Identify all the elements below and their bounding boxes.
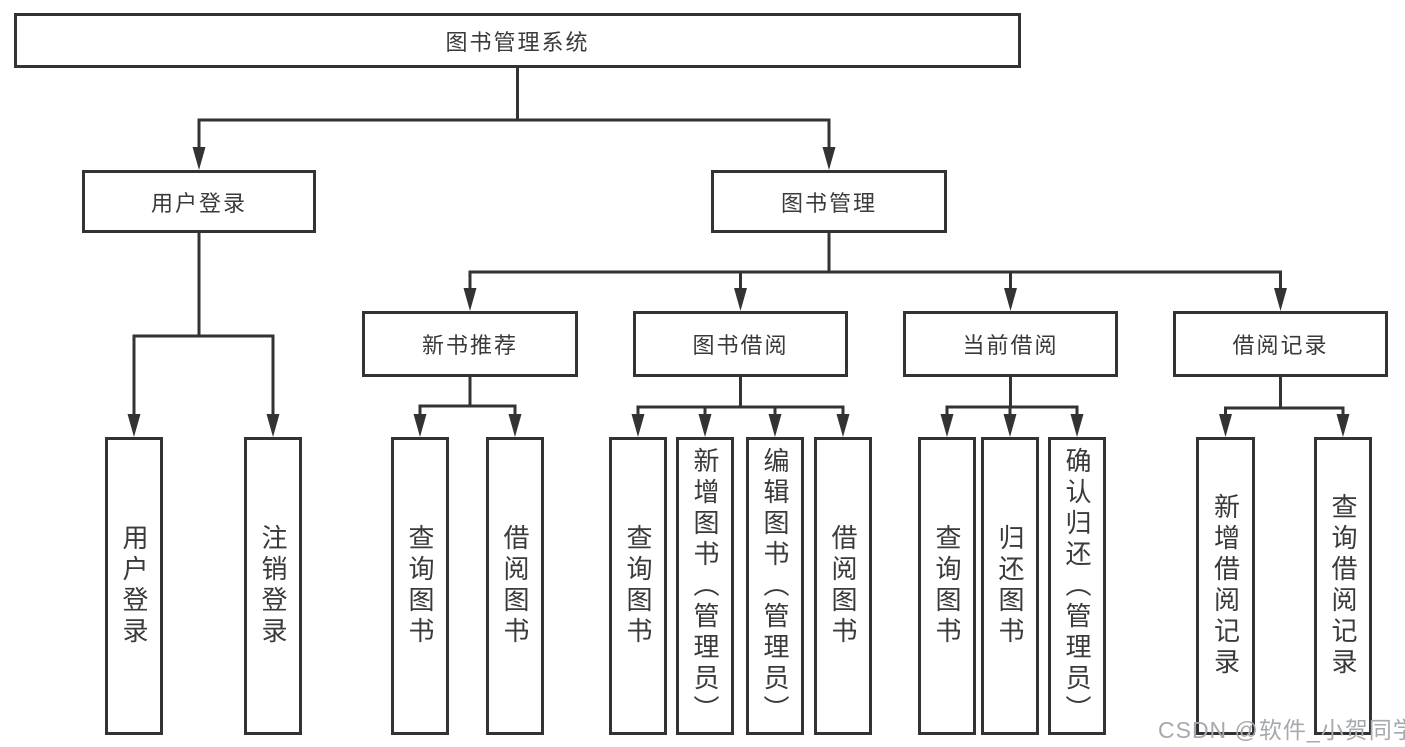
connector-new-book-branch (418, 377, 517, 417)
node-current-borrow: 当前借阅 (903, 311, 1118, 377)
node-borrow-records: 借阅记录 (1173, 311, 1388, 377)
leaf-return-books: 归还图书 (981, 437, 1039, 735)
leaf-query-books-borrow-label: 查询图书 (623, 524, 653, 648)
leaf-query-borrow-record-label: 查询借阅记录 (1328, 493, 1358, 679)
leaf-user-login: 用户登录 (105, 437, 163, 735)
connector-new-book-arrowheads (413, 414, 522, 437)
connector-borrow-records-branch (1224, 377, 1345, 417)
connector-book-management-branch (468, 233, 1282, 291)
node-current-borrow-label: 当前借阅 (962, 333, 1059, 358)
leaf-query-books-borrow: 查询图书 (609, 437, 667, 735)
node-new-book-recommend: 新书推荐 (362, 311, 578, 377)
node-book-management-label: 图书管理 (780, 190, 877, 216)
connector-current-borrow-branch (945, 377, 1079, 417)
leaf-logout-label: 注销登录 (258, 524, 288, 648)
leaf-query-books-current: 查询图书 (918, 437, 976, 735)
connector-user-login-branch (132, 233, 275, 417)
leaf-query-books-recommend-label: 查询图书 (405, 524, 435, 648)
leaf-add-borrow-record: 新增借阅记录 (1196, 437, 1255, 735)
connector-book-borrow-arrowheads (631, 414, 850, 437)
connector-root-arrowheads (192, 147, 836, 170)
leaf-add-borrow-record-label: 新增借阅记录 (1210, 493, 1241, 679)
leaf-add-books-admin: 新增图书（管理员） (676, 437, 734, 735)
leaf-confirm-return-admin: 确认归还（管理员） (1048, 437, 1106, 735)
connector-book-management-arrowheads (463, 288, 1287, 311)
node-book-borrow: 图书借阅 (633, 311, 848, 377)
node-library-system-label: 图书管理系统 (445, 29, 590, 55)
connector-user-login-arrowheads (127, 414, 280, 437)
node-user-login: 用户登录 (82, 170, 316, 233)
leaf-borrow-books-recommend: 借阅图书 (486, 437, 544, 735)
csdn-watermark: CSDN @软件_小贺同学 (1158, 717, 1405, 743)
leaf-user-login-label: 用户登录 (119, 524, 149, 648)
connector-borrow-records-arrowheads (1219, 414, 1350, 437)
leaf-confirm-return-admin-label: 确认归还（管理员） (1062, 446, 1092, 726)
node-book-borrow-label: 图书借阅 (692, 333, 789, 358)
node-new-book-recommend-label: 新书推荐 (421, 333, 518, 358)
leaf-borrow-books: 借阅图书 (814, 437, 872, 735)
leaf-edit-books-admin-label: 编辑图书（管理员） (760, 446, 790, 726)
leaf-query-books-current-label: 查询图书 (932, 524, 962, 648)
node-book-management: 图书管理 (711, 170, 947, 233)
node-user-login-label: 用户登录 (150, 190, 247, 216)
leaf-borrow-books-recommend-label: 借阅图书 (500, 524, 530, 648)
leaf-add-books-admin-label: 新增图书（管理员） (690, 446, 720, 726)
leaf-edit-books-admin: 编辑图书（管理员） (746, 437, 804, 735)
leaf-query-borrow-record: 查询借阅记录 (1314, 437, 1372, 735)
leaf-query-books-recommend: 查询图书 (391, 437, 449, 735)
connector-root-to-level2 (197, 68, 831, 150)
node-library-system: 图书管理系统 (14, 13, 1021, 68)
connector-current-borrow-arrowheads (940, 414, 1084, 437)
node-borrow-records-label: 借阅记录 (1232, 333, 1329, 358)
connector-book-borrow-branch (636, 377, 845, 417)
leaf-return-books-label: 归还图书 (995, 524, 1025, 648)
leaf-borrow-books-label: 借阅图书 (828, 524, 858, 648)
leaf-logout: 注销登录 (244, 437, 302, 735)
